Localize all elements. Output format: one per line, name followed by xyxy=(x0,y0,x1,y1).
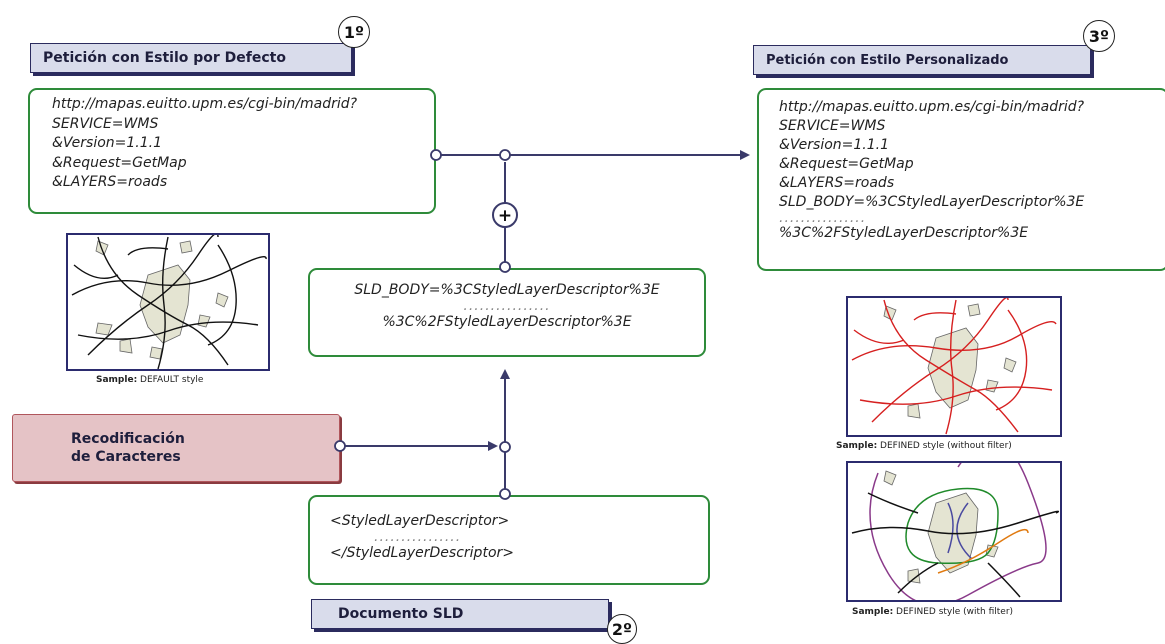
without-filter-sample-caption-text: DEFINED style (without filter) xyxy=(877,441,1012,451)
with-filter-sample-caption: Sample: DEFINED style (with filter) xyxy=(852,607,1013,617)
character-recoding-line1: Recodificación xyxy=(71,431,185,447)
defined-style-map-with-filter-graphic xyxy=(851,439,1059,606)
custom-request-line: &Version=1.1.1 xyxy=(779,137,890,153)
custom-request-box: http://mapas.euitto.upm.es/cgi-bin/madri… xyxy=(757,88,1165,271)
custom-request-line: SLD_BODY=%3CStyledLayerDescriptor%3E xyxy=(779,194,1085,210)
defined-style-map-without-filter xyxy=(846,296,1062,437)
sld-body-box: SLD_BODY=%3CStyledLayerDescriptor%3E ...… xyxy=(308,268,706,357)
character-recoding-box: Recodificación de Caracteres xyxy=(12,414,340,482)
custom-request-line: %3C%2FStyledLayerDescriptor%3E xyxy=(779,225,1029,241)
custom-request-dots: ................ xyxy=(779,210,867,226)
default-request-box: http://mapas.euitto.upm.es/cgi-bin/madri… xyxy=(28,88,436,214)
custom-request-line: http://mapas.euitto.upm.es/cgi-bin/madri… xyxy=(779,99,1085,115)
sld-body-dots: ................ xyxy=(463,298,551,314)
connector-node xyxy=(499,441,511,453)
with-filter-sample-caption-text: DEFINED style (with filter) xyxy=(893,607,1014,617)
custom-request-line: &LAYERS=roads xyxy=(779,175,895,191)
default-sample-caption-text: DEFAULT style xyxy=(137,375,204,385)
default-request-line: &Request=GetMap xyxy=(52,154,187,171)
custom-request-line: &Request=GetMap xyxy=(779,156,914,172)
default-style-map xyxy=(66,232,270,371)
step-2-badge: 2º xyxy=(607,614,637,644)
step-1-badge: 1º xyxy=(338,16,370,48)
defined-style-map-without-filter-graphic xyxy=(851,296,1057,435)
sld-document-open-tag: <StyledLayerDescriptor> xyxy=(330,513,510,529)
sld-document-title: Documento SLD xyxy=(311,599,609,629)
character-recoding-line2: de Caracteres xyxy=(71,449,181,465)
default-request-line: http://mapas.euitto.upm.es/cgi-bin/madri… xyxy=(52,96,358,112)
default-request-title-text: Petición con Estilo por Defecto xyxy=(43,50,286,66)
defined-style-map-with-filter xyxy=(846,439,1062,606)
with-filter-sample-caption-label: Sample: xyxy=(852,607,894,617)
plus-node xyxy=(492,202,518,228)
default-request-line: &LAYERS=roads xyxy=(52,174,168,190)
without-filter-sample-caption: Sample: DEFINED style (without filter) xyxy=(836,441,1012,451)
sld-document-close-tag: </StyledLayerDescriptor> xyxy=(330,545,514,561)
sld-document-dots: ................ xyxy=(374,529,462,545)
sld-document-title-text: Documento SLD xyxy=(338,606,464,622)
custom-request-line: SERVICE=WMS xyxy=(779,118,886,134)
connector-node xyxy=(334,440,346,452)
step-3-badge: 3º xyxy=(1083,20,1115,52)
sld-body-close-line: %3C%2FStyledLayerDescriptor%3E xyxy=(382,314,632,330)
sld-body-open-line: SLD_BODY=%3CStyledLayerDescriptor%3E xyxy=(354,282,660,298)
default-request-title: Petición con Estilo por Defecto xyxy=(30,43,352,73)
connector-node xyxy=(430,149,442,161)
connector-node xyxy=(499,488,511,500)
default-request-line: &Version=1.1.1 xyxy=(52,135,163,151)
default-sample-caption-label: Sample: xyxy=(96,375,138,385)
custom-request-title: Petición con Estilo Personalizado xyxy=(753,45,1091,75)
connector-node xyxy=(499,149,511,161)
sld-document-box: <StyledLayerDescriptor> ................… xyxy=(308,495,710,585)
default-style-map-graphic xyxy=(71,232,267,370)
plus-symbol: + xyxy=(498,206,512,226)
without-filter-sample-caption-label: Sample: xyxy=(836,441,878,451)
connector-node xyxy=(499,261,511,273)
custom-request-title-text: Petición con Estilo Personalizado xyxy=(766,52,1009,68)
default-sample-caption: Sample: DEFAULT style xyxy=(96,375,203,385)
default-request-line: SERVICE=WMS xyxy=(52,115,159,132)
